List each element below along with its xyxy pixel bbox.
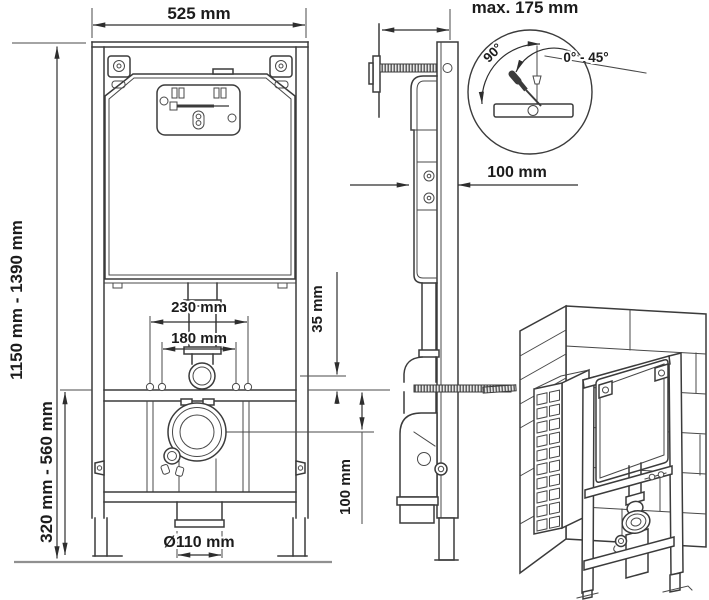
label-angle-range: 0° - 45° <box>563 50 608 65</box>
dim-front-fixing-outer: 230 mm <box>171 299 227 316</box>
dim-front-outlet-height-range: 320 mm - 560 mm <box>37 401 56 543</box>
front-view-drawing <box>12 8 390 564</box>
isometric-view-drawing <box>482 304 707 600</box>
dim-front-offset-35: 35 mm <box>309 285 326 333</box>
dim-front-outlet-diameter: Ø110 mm <box>163 534 234 551</box>
dim-front-width: 525 mm <box>167 4 230 23</box>
dim-side-frame-depth: 100 mm <box>487 164 547 181</box>
dim-side-max-depth: max. 175 mm <box>472 0 579 17</box>
dim-front-height-range: 1150 mm - 1390 mm <box>7 220 26 380</box>
dim-front-outlet-offset: 100 mm <box>337 459 354 515</box>
dim-front-fixing-inner: 180 mm <box>171 330 227 347</box>
side-view-drawing <box>350 9 578 561</box>
angle-detail-drawing <box>467 29 647 155</box>
